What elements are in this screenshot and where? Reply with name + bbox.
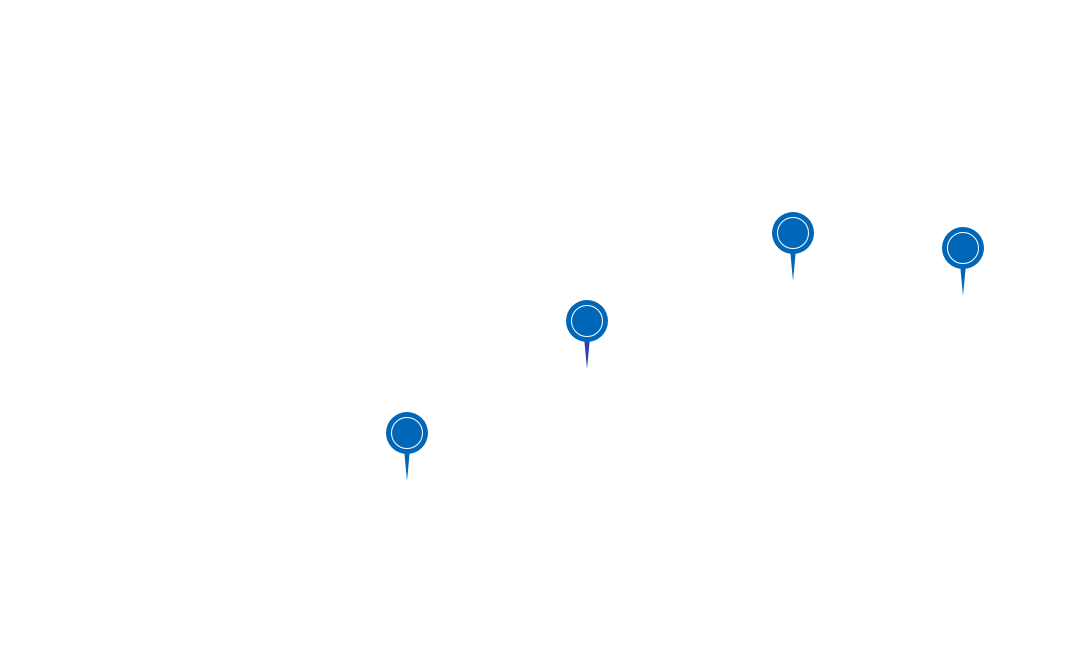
map-pin-graphic (566, 300, 608, 369)
map-pin-graphic (386, 412, 428, 481)
map-pin-icon[interactable] (385, 411, 429, 481)
map-pin-icon[interactable] (565, 299, 609, 369)
map-pin-graphic (942, 227, 984, 296)
map-pin-graphic (772, 212, 814, 281)
map-pin-icon[interactable] (771, 211, 815, 281)
map-pin-icon[interactable] (941, 226, 985, 296)
